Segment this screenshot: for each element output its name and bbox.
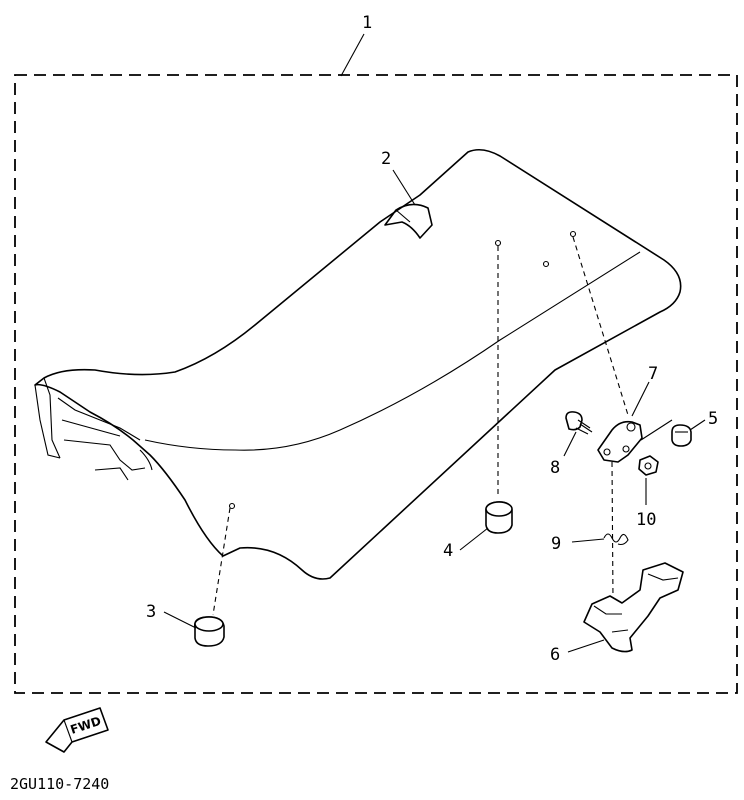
leader-line-5 bbox=[689, 419, 706, 431]
fwd-arrow-icon bbox=[45, 707, 109, 753]
callout-10: 10 bbox=[636, 510, 656, 530]
bracket-7 bbox=[597, 420, 643, 463]
leader-line-4 bbox=[459, 527, 489, 551]
damper-3 bbox=[193, 616, 225, 647]
callout-7: 7 bbox=[648, 364, 658, 384]
callout-2: 2 bbox=[381, 149, 391, 169]
callout-3: 3 bbox=[146, 602, 156, 622]
latch-6 bbox=[583, 562, 684, 653]
leader-line-9 bbox=[571, 538, 605, 543]
hidden-line-9 bbox=[611, 461, 614, 601]
callout-9: 9 bbox=[551, 534, 561, 554]
callout-5: 5 bbox=[708, 409, 718, 429]
leader-line-1 bbox=[340, 33, 365, 77]
assembly-frame bbox=[14, 74, 738, 694]
spring-9 bbox=[603, 533, 629, 546]
bolt-8 bbox=[565, 411, 593, 435]
leader-line-3 bbox=[163, 611, 197, 629]
hidden-line-3 bbox=[212, 507, 231, 616]
callout-4: 4 bbox=[443, 541, 453, 561]
hidden-line-7 bbox=[572, 236, 629, 416]
leader-line-5b bbox=[640, 419, 673, 441]
nut-10 bbox=[638, 455, 659, 476]
leader-line-2 bbox=[392, 169, 416, 206]
callout-1: 1 bbox=[362, 13, 372, 33]
leader-line-6 bbox=[567, 639, 605, 653]
leader-line-7 bbox=[631, 381, 650, 417]
drawing-code: 2GU110-7240 bbox=[10, 775, 109, 793]
seat-body bbox=[34, 148, 682, 580]
damper-4 bbox=[485, 501, 513, 534]
callout-8: 8 bbox=[550, 458, 560, 478]
leader-line-8 bbox=[563, 431, 577, 457]
callout-6: 6 bbox=[550, 645, 560, 665]
part-5 bbox=[671, 424, 692, 447]
